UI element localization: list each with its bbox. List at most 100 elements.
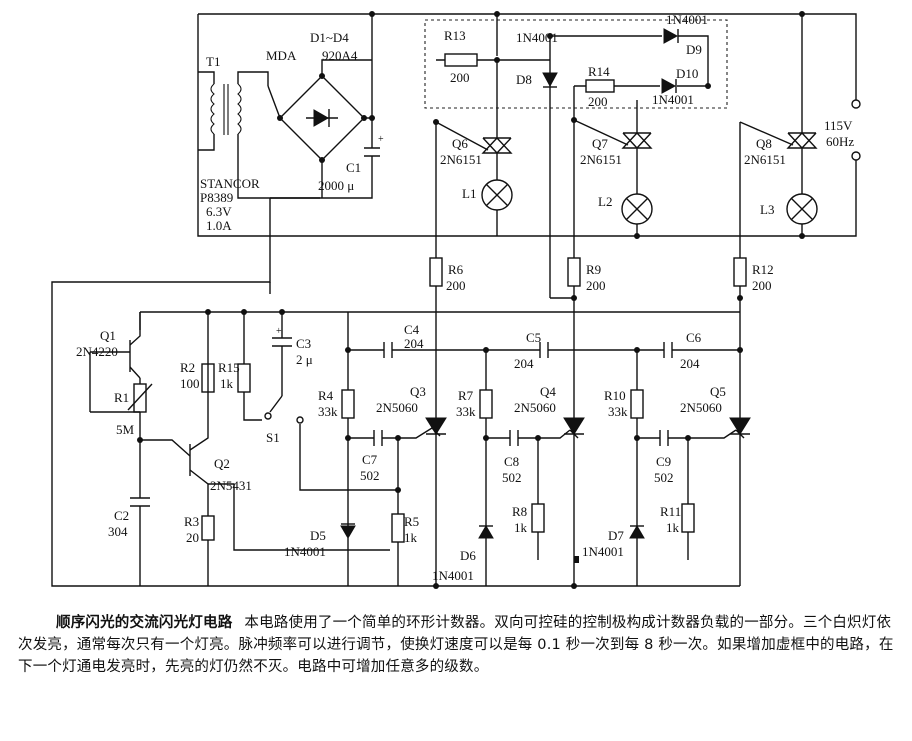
svg-text:+: + bbox=[378, 134, 384, 145]
gate-resistors bbox=[429, 257, 747, 586]
label-q6-part: 2N6151 bbox=[440, 152, 482, 167]
triac-q6 bbox=[435, 121, 513, 154]
figure-caption: 顺序闪光的交流闪光灯电路本电路使用了一个简单的环形计数器。双向可控硅的控制极构成… bbox=[18, 612, 898, 678]
label-c4-value: 204 bbox=[404, 336, 424, 351]
label-r8-value: 1k bbox=[514, 520, 528, 535]
ac-terminal-top bbox=[851, 99, 861, 109]
label-r2: R2 bbox=[180, 360, 195, 375]
label-d7: D7 bbox=[608, 528, 624, 543]
label-q6: Q6 bbox=[452, 136, 468, 151]
label-q8: Q8 bbox=[756, 136, 772, 151]
label-c9: C9 bbox=[656, 454, 671, 469]
label-r15: R15 bbox=[218, 360, 240, 375]
label-920a4: 920A4 bbox=[322, 48, 358, 63]
resistor-r14 bbox=[585, 79, 615, 93]
label-d10: D10 bbox=[676, 66, 698, 81]
label-r11-value: 1k bbox=[666, 520, 680, 535]
label-r4-value: 33k bbox=[318, 404, 338, 419]
optional-circuit-box bbox=[424, 19, 728, 109]
svg-text:+: + bbox=[276, 326, 282, 337]
label-1a: 1.0A bbox=[206, 218, 232, 233]
label-q4-part: 2N5060 bbox=[514, 400, 556, 415]
resistor-r13 bbox=[444, 53, 478, 67]
circuit-schematic: + bbox=[51, 11, 861, 589]
lamp-l3 bbox=[786, 193, 818, 225]
label-c7-value: 502 bbox=[360, 468, 380, 483]
label-c8-value: 502 bbox=[502, 470, 522, 485]
label-r6: R6 bbox=[448, 262, 464, 277]
label-r4: R4 bbox=[318, 388, 334, 403]
label-l2: L2 bbox=[598, 194, 612, 209]
component-labels: T1 MDA D1~D4 920A4 STANCOR P8389 6.3V 1.… bbox=[76, 12, 854, 583]
label-c9-value: 502 bbox=[654, 470, 674, 485]
label-r13: R13 bbox=[444, 28, 466, 43]
label-60hz: 60Hz bbox=[826, 134, 854, 149]
caption-body: 本电路使用了一个简单的环形计数器。双向可控硅的控制极构成计数器负载的一部分。三个… bbox=[18, 615, 894, 675]
label-1n4001-d10: 1N4001 bbox=[652, 92, 694, 107]
lamp-l2 bbox=[621, 193, 653, 225]
label-q2: Q2 bbox=[214, 456, 230, 471]
label-r3: R3 bbox=[184, 514, 199, 529]
label-d9: D9 bbox=[686, 42, 702, 57]
label-r11: R11 bbox=[660, 504, 681, 519]
label-d7-part: 1N4001 bbox=[582, 544, 624, 559]
label-115v: 115V bbox=[824, 118, 853, 133]
label-q5: Q5 bbox=[710, 384, 726, 399]
triac-q8 bbox=[739, 121, 818, 149]
label-c4: C4 bbox=[404, 322, 420, 337]
label-c5-value: 204 bbox=[514, 356, 534, 371]
label-p8389: P8389 bbox=[200, 190, 233, 205]
label-c1-value: 2000 μ bbox=[318, 178, 354, 193]
label-r1-value: 5M bbox=[116, 422, 135, 437]
label-d8: D8 bbox=[516, 72, 532, 87]
label-c2-value: 304 bbox=[108, 524, 128, 539]
label-q5-part: 2N5060 bbox=[680, 400, 722, 415]
label-c2: C2 bbox=[114, 508, 129, 523]
lamp-l1 bbox=[481, 179, 513, 211]
label-r7-value: 33k bbox=[456, 404, 476, 419]
label-d1d4: D1~D4 bbox=[310, 30, 349, 45]
label-r14: R14 bbox=[588, 64, 610, 79]
label-c3-value: 2 μ bbox=[296, 352, 313, 367]
label-q4: Q4 bbox=[540, 384, 556, 399]
caption-title: 顺序闪光的交流闪光灯电路 bbox=[56, 615, 233, 631]
label-r12-value: 200 bbox=[752, 278, 772, 293]
label-r7: R7 bbox=[458, 388, 474, 403]
label-d6-part: 1N4001 bbox=[432, 568, 474, 583]
label-r8: R8 bbox=[512, 504, 527, 519]
label-q1-part: 2N4220 bbox=[76, 344, 118, 359]
label-q3-part: 2N5060 bbox=[376, 400, 418, 415]
bridge-rectifier bbox=[267, 59, 372, 198]
label-r10: R10 bbox=[604, 388, 626, 403]
label-r10-value: 33k bbox=[608, 404, 628, 419]
label-r2-value: 100 bbox=[180, 376, 200, 391]
label-d5: D5 bbox=[310, 528, 326, 543]
label-l3: L3 bbox=[760, 202, 774, 217]
capacitor-c1: + bbox=[270, 11, 384, 199]
label-r6-value: 200 bbox=[446, 278, 466, 293]
label-q1: Q1 bbox=[100, 328, 116, 343]
label-r9: R9 bbox=[586, 262, 601, 277]
label-t1: T1 bbox=[206, 54, 220, 69]
oscillator: + bbox=[89, 282, 740, 586]
label-r3-value: 20 bbox=[186, 530, 199, 545]
label-c6: C6 bbox=[686, 330, 702, 345]
label-q7: Q7 bbox=[592, 136, 608, 151]
triac-q7 bbox=[573, 119, 653, 149]
label-q8-part: 2N6151 bbox=[744, 152, 786, 167]
diode-d8 bbox=[542, 33, 558, 298]
label-6v3: 6.3V bbox=[206, 204, 232, 219]
label-d6: D6 bbox=[460, 548, 476, 563]
label-1n4001-top: 1N4001 bbox=[516, 30, 558, 45]
label-r9-value: 200 bbox=[586, 278, 606, 293]
label-1n4001-d9: 1N4001 bbox=[666, 12, 708, 27]
power-supply: + bbox=[51, 11, 857, 587]
label-l1: L1 bbox=[462, 186, 476, 201]
label-r15-value: 1k bbox=[220, 376, 234, 391]
label-c8: C8 bbox=[504, 454, 519, 469]
label-c7: C7 bbox=[362, 452, 378, 467]
label-r1: R1 bbox=[114, 390, 129, 405]
label-q7-part: 2N6151 bbox=[580, 152, 622, 167]
triac-section bbox=[433, 11, 861, 298]
label-mda: MDA bbox=[266, 48, 297, 63]
